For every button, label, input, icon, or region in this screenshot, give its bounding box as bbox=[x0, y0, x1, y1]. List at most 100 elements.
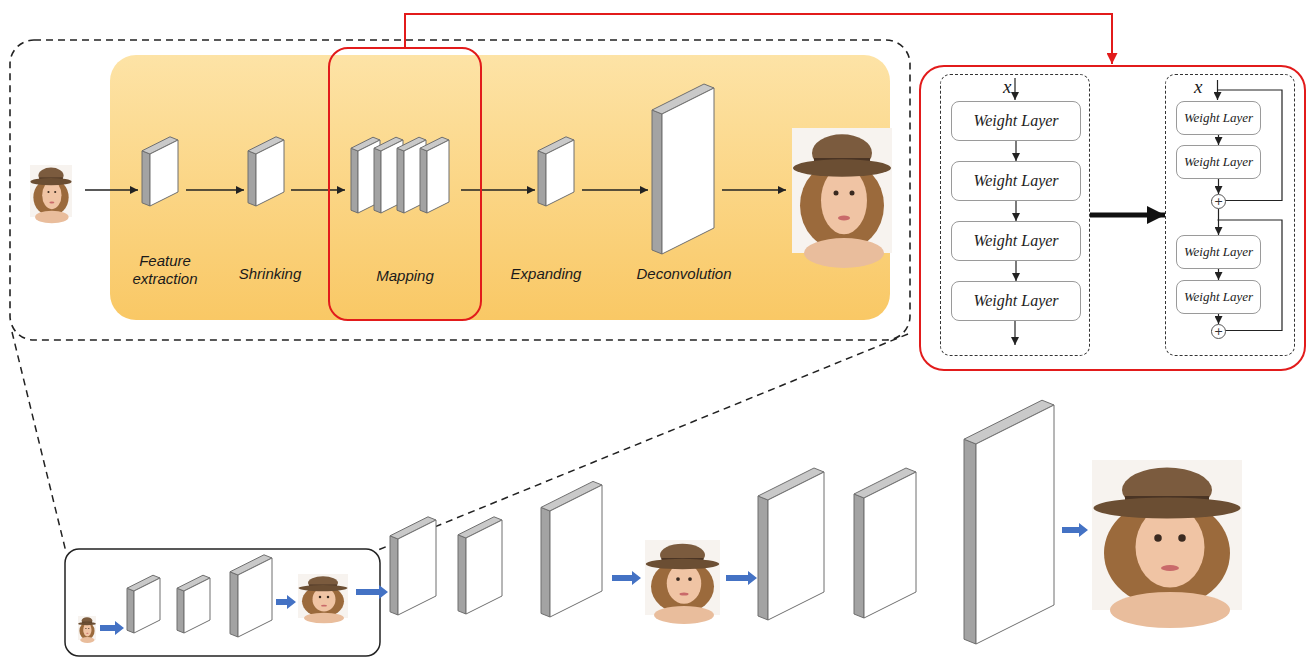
slab-front bbox=[768, 472, 824, 620]
zoom-line bbox=[378, 334, 908, 550]
slab-side bbox=[420, 148, 427, 213]
flow-connector bbox=[1218, 135, 1219, 145]
flow-arrow bbox=[85, 189, 138, 190]
eye bbox=[834, 191, 839, 196]
photo-ground bbox=[645, 540, 720, 615]
slab-front bbox=[550, 485, 602, 617]
slab-front bbox=[864, 472, 916, 618]
lips bbox=[321, 605, 327, 607]
slab-front bbox=[238, 558, 272, 637]
feature-map-slab bbox=[177, 575, 210, 633]
hat-brim bbox=[1094, 498, 1241, 519]
face-image bbox=[1092, 460, 1242, 628]
photo-ground bbox=[30, 165, 72, 217]
shoulders bbox=[804, 238, 884, 268]
input-line bbox=[1014, 78, 1015, 100]
callout-arrow bbox=[405, 14, 1112, 64]
block-frame: xWeight LayerWeight Layer+Weight LayerWe… bbox=[1165, 74, 1295, 356]
sum-node: + bbox=[1211, 324, 1226, 339]
layer-label: Weight Layer bbox=[1184, 155, 1253, 169]
hat-brim bbox=[646, 559, 720, 570]
slab-front bbox=[466, 520, 502, 614]
feature-map-slab bbox=[538, 137, 574, 206]
flow-arrow bbox=[186, 189, 244, 190]
mapping-box: Mapping bbox=[328, 47, 482, 321]
flow-connector bbox=[1218, 314, 1219, 324]
lips bbox=[680, 593, 689, 596]
block-arrow bbox=[1062, 523, 1088, 537]
flow-arrow bbox=[722, 189, 786, 190]
slab-front bbox=[662, 88, 714, 254]
slab-side bbox=[538, 151, 546, 206]
shoulders bbox=[35, 211, 69, 223]
sum-node: + bbox=[1211, 194, 1226, 209]
block-frame: xWeight LayerWeight LayerWeight LayerWei… bbox=[940, 74, 1090, 356]
block-arrow bbox=[100, 621, 124, 635]
flow-connector bbox=[1015, 201, 1016, 221]
eye bbox=[47, 191, 49, 193]
slab-side bbox=[652, 110, 662, 254]
zoom-line bbox=[12, 332, 66, 552]
photo-ground bbox=[78, 616, 96, 640]
weight-layer-box: Weight Layer bbox=[1176, 235, 1261, 269]
residual-detail-frame bbox=[920, 66, 1305, 370]
slab-front bbox=[134, 578, 160, 633]
flow-arrow bbox=[582, 189, 648, 190]
face-skin bbox=[83, 623, 91, 636]
face-image bbox=[298, 574, 348, 623]
hat-brim bbox=[30, 178, 71, 185]
eye bbox=[85, 628, 86, 629]
slab-side bbox=[964, 439, 976, 644]
weight-layer-box: Weight Layer bbox=[951, 161, 1081, 201]
slab-front bbox=[381, 140, 403, 213]
flow-connector bbox=[1015, 141, 1016, 161]
eye bbox=[319, 596, 322, 599]
stage-label: Mapping bbox=[330, 267, 480, 285]
feature-map-slab bbox=[420, 137, 449, 213]
flow-connector bbox=[1015, 261, 1016, 281]
lips bbox=[838, 216, 850, 221]
block-arrow bbox=[276, 595, 296, 609]
slab-side bbox=[458, 535, 466, 614]
output-line bbox=[1014, 320, 1015, 345]
stage-label: Shrinking bbox=[215, 265, 325, 283]
transform-arrow bbox=[1090, 213, 1165, 218]
lips bbox=[86, 633, 88, 634]
hat-brim bbox=[793, 159, 891, 177]
shoulders bbox=[80, 637, 94, 643]
slab-side bbox=[541, 507, 550, 617]
layer-label: Weight Layer bbox=[1184, 245, 1253, 259]
face-image bbox=[30, 165, 72, 223]
eye bbox=[54, 191, 56, 193]
hat-brim bbox=[299, 585, 348, 591]
stage-label: Expanding bbox=[491, 265, 601, 283]
layer-label: Weight Layer bbox=[973, 172, 1058, 190]
layer-label: Weight Layer bbox=[973, 112, 1058, 130]
slab-front bbox=[150, 140, 178, 206]
eye bbox=[688, 577, 692, 581]
slab-front bbox=[398, 520, 436, 615]
shoulders bbox=[654, 606, 714, 624]
eye bbox=[1154, 534, 1162, 542]
flow-arrow bbox=[291, 189, 345, 190]
feature-map-slab bbox=[142, 137, 178, 206]
hat-brim bbox=[78, 622, 96, 625]
slab-front bbox=[546, 140, 574, 206]
weight-layer-box: Weight Layer bbox=[1176, 101, 1261, 135]
slab-front bbox=[427, 140, 449, 213]
shoulders bbox=[1110, 592, 1230, 628]
sum-sign: + bbox=[1214, 326, 1223, 337]
eye bbox=[1178, 534, 1186, 542]
feature-map-slab bbox=[652, 84, 714, 254]
lips bbox=[1161, 565, 1179, 571]
face-image bbox=[78, 616, 96, 643]
network-panel bbox=[110, 55, 890, 320]
input-symbol: x bbox=[1194, 77, 1202, 97]
slab-side bbox=[177, 588, 184, 633]
block-arrow bbox=[356, 585, 388, 599]
slab-front bbox=[404, 140, 426, 213]
layer-label: Weight Layer bbox=[973, 292, 1058, 310]
